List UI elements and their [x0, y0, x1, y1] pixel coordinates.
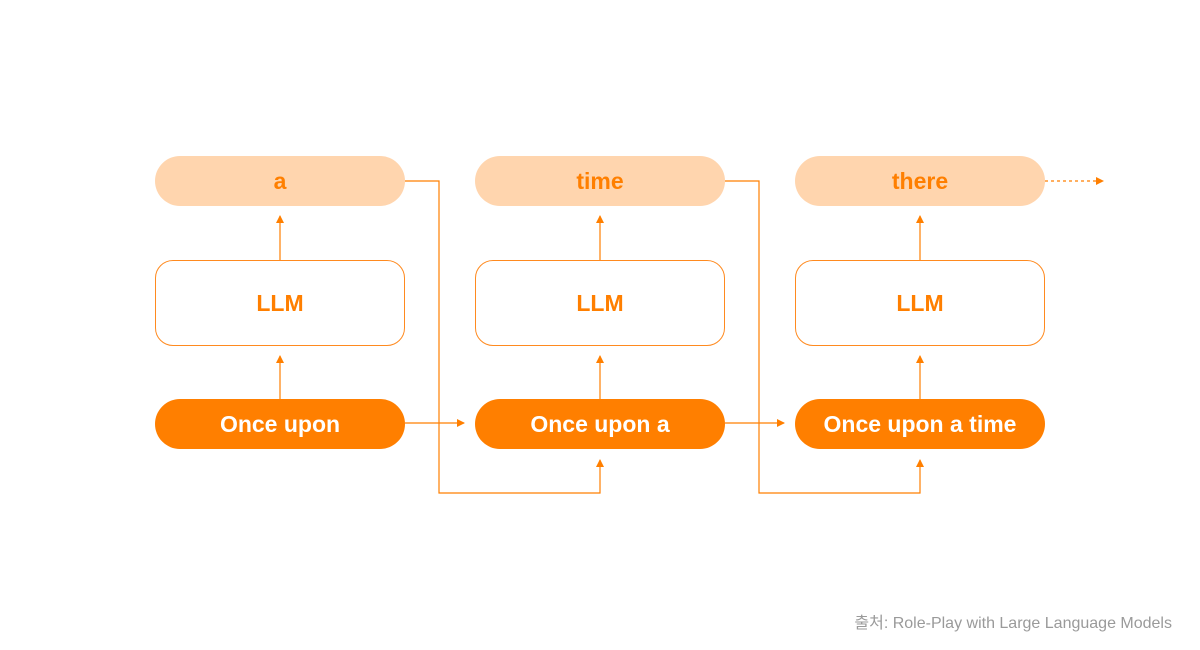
arrow-output-to-next-input-1	[725, 180, 924, 494]
source-caption: 출처: Role-Play with Large Language Models	[854, 615, 1172, 632]
output-token-label: time	[576, 167, 624, 194]
input-context-label: Once upon a	[530, 410, 670, 437]
llm-label: LLM	[896, 289, 944, 316]
input-context-label: Once upon a time	[823, 410, 1017, 437]
llm-box: LLM	[795, 260, 1045, 346]
input-context-box: Once upon a time	[795, 399, 1045, 449]
arrow-output-to-next-input-0	[405, 180, 604, 494]
output-token-box: there	[795, 156, 1045, 206]
llm-label: LLM	[576, 289, 624, 316]
input-context-box: Once upon a	[475, 399, 725, 449]
llm-box: LLM	[475, 260, 725, 346]
input-context-label: Once upon	[219, 410, 341, 437]
output-token-label: there	[891, 167, 949, 194]
output-token-label: a	[273, 167, 287, 194]
llm-box: LLM	[155, 260, 405, 346]
llm-label: LLM	[256, 289, 304, 316]
output-token-box: time	[475, 156, 725, 206]
output-token-box: a	[155, 156, 405, 206]
input-context-box: Once upon	[155, 399, 405, 449]
